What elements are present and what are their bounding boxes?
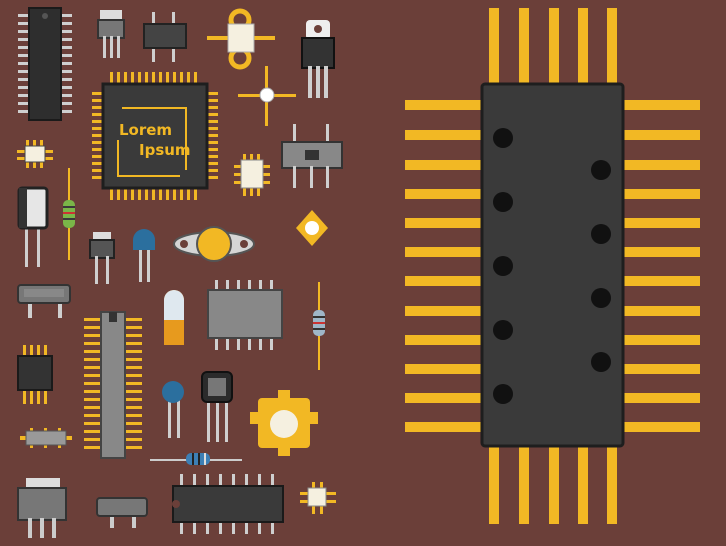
small-dip-top — [143, 12, 187, 62]
crystal-oscillator — [17, 284, 71, 318]
small-gray-smd — [20, 428, 72, 448]
blue-led — [133, 229, 155, 282]
large-ic-chip — [405, 8, 700, 524]
gold-diamond-component — [296, 210, 328, 246]
cpu-label-line1: Lorem — [119, 121, 173, 139]
crystal-bottom — [96, 497, 148, 528]
slide-switch — [281, 124, 343, 188]
small-smd-chip — [17, 140, 53, 168]
voltage-regulator-to220 — [301, 20, 335, 98]
capacitor-white — [17, 186, 49, 267]
transistor-to220-small — [97, 10, 125, 58]
qfp-processor-chip — [92, 72, 218, 200]
tall-dip-chip-center — [84, 311, 142, 459]
voltage-regulator-bottom — [17, 478, 67, 538]
small-white-smd-bottom — [300, 482, 336, 514]
small-transistor — [89, 232, 115, 284]
cpu-label-line2: Ipsum — [139, 141, 191, 159]
black-square-transistor — [201, 371, 233, 442]
small-white-smd — [234, 154, 270, 196]
tall-dip-chip — [18, 7, 72, 121]
small-square-chip — [17, 345, 53, 404]
dip-chip-bottom — [172, 474, 284, 534]
cross-chip-small — [238, 66, 296, 126]
gold-flange-dome — [250, 390, 318, 456]
resistor-vertical-right — [313, 282, 325, 370]
resistor-vertical-green — [63, 168, 75, 260]
medium-dip-chip — [207, 280, 283, 350]
resistor-horizontal — [150, 453, 242, 465]
oval-flange-component — [173, 226, 255, 262]
cpu-label: Lorem Ipsum — [119, 120, 199, 160]
blue-led-bottom — [162, 381, 184, 438]
orange-led — [164, 290, 184, 345]
rf-transistor-flange — [207, 8, 275, 70]
